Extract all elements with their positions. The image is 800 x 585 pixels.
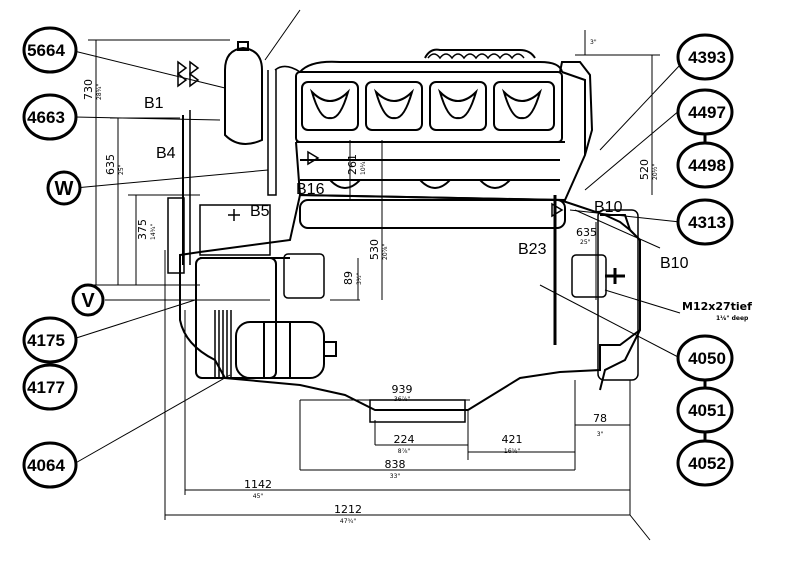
callout-4177: 4177 <box>27 378 65 397</box>
dim-261-sub: 10¼" <box>360 159 367 175</box>
dim-1142-sub: 45" <box>253 493 264 500</box>
engine-body <box>179 48 641 423</box>
label-B23: B23 <box>518 241 547 258</box>
dim-635-left-sub: 25" <box>118 164 125 175</box>
dim-635-right-sub: 25" <box>580 239 591 246</box>
intake-manifold <box>299 60 563 73</box>
dim-421-sub: 16⅝" <box>504 448 520 455</box>
callout-V: V <box>81 290 95 312</box>
callout-4051: 4051 <box>688 401 726 420</box>
dim-520-sub: 20½" <box>652 164 659 180</box>
dim-530: 530 <box>368 239 381 260</box>
dim-78: 78 <box>593 412 607 425</box>
thread-note: M12x27tief <box>682 300 752 313</box>
dim-261: 261 <box>346 154 359 175</box>
callout-5664: 5664 <box>27 41 65 60</box>
arrow-markers <box>177 60 564 218</box>
callout-4175: 4175 <box>27 331 65 350</box>
thread-note-sub: 1⅛" deep <box>716 315 749 322</box>
leader-lines <box>69 9 681 466</box>
dimension-lines <box>88 30 660 541</box>
label-B1: B1 <box>144 95 164 112</box>
dim-224: 224 <box>394 433 415 446</box>
dim-635-left: 635 <box>104 154 117 175</box>
dim-939-sub: 36⅞" <box>394 396 410 403</box>
dim-375-sub: 14¾" <box>150 224 157 240</box>
part-labels: B1 B4 B5 B16 B10 B10 B23 M12x27tief 1⅛" … <box>144 95 752 322</box>
flywheel-housing <box>599 214 641 391</box>
dimension-texts: 730 28¾" 635 25" 375 14¾" 261 10¼" 530 2… <box>82 39 659 525</box>
label-B10-lower: B10 <box>660 255 689 272</box>
dim-375: 375 <box>136 219 149 240</box>
dim-530-sub: 20⅞" <box>382 244 389 260</box>
dim-89-sub: 3½" <box>356 272 363 285</box>
callout-4663: 4663 <box>27 108 65 127</box>
label-B5: B5 <box>250 203 270 220</box>
callout-4498: 4498 <box>688 156 726 175</box>
dim-838: 838 <box>385 458 406 471</box>
label-B10-upper: B10 <box>594 199 623 216</box>
dim-top-sub: 3" <box>590 39 597 46</box>
callout-4050: 4050 <box>688 349 726 368</box>
label-B16: B16 <box>296 181 325 198</box>
mounting-plate <box>571 254 607 298</box>
callout-4497: 4497 <box>688 103 726 122</box>
dim-421: 421 <box>502 433 523 446</box>
front-components <box>167 41 337 379</box>
dim-224-sub: 8⅞" <box>398 448 411 455</box>
dim-89: 89 <box>342 271 355 285</box>
dim-838-sub: 33" <box>390 473 401 480</box>
dim-939: 939 <box>392 383 413 396</box>
head-covers <box>301 81 555 131</box>
callout-4313: 4313 <box>688 213 726 232</box>
callout-4393: 4393 <box>688 48 726 67</box>
alternator <box>235 321 325 379</box>
callout-texts: 5664 4663 W V 4175 4177 4064 4393 4497 4… <box>27 41 726 475</box>
dim-1142: 1142 <box>244 478 272 491</box>
dim-1212: 1212 <box>334 503 362 516</box>
dim-730-sub: 28¾" <box>96 84 103 100</box>
dim-635-right: 635 <box>576 226 597 239</box>
exhaust-ports <box>427 53 525 60</box>
callout-4052: 4052 <box>688 454 726 473</box>
oil-filter-housing <box>224 46 263 145</box>
dim-520: 520 <box>638 159 651 180</box>
lower-manifold-tube <box>299 199 566 229</box>
dim-1212-sub: 47¾" <box>340 518 356 525</box>
callout-W: W <box>55 178 74 200</box>
dim-730: 730 <box>82 79 95 100</box>
label-B4: B4 <box>156 145 176 162</box>
callout-4064: 4064 <box>27 456 65 475</box>
dim-78-sub: 3" <box>597 431 604 438</box>
